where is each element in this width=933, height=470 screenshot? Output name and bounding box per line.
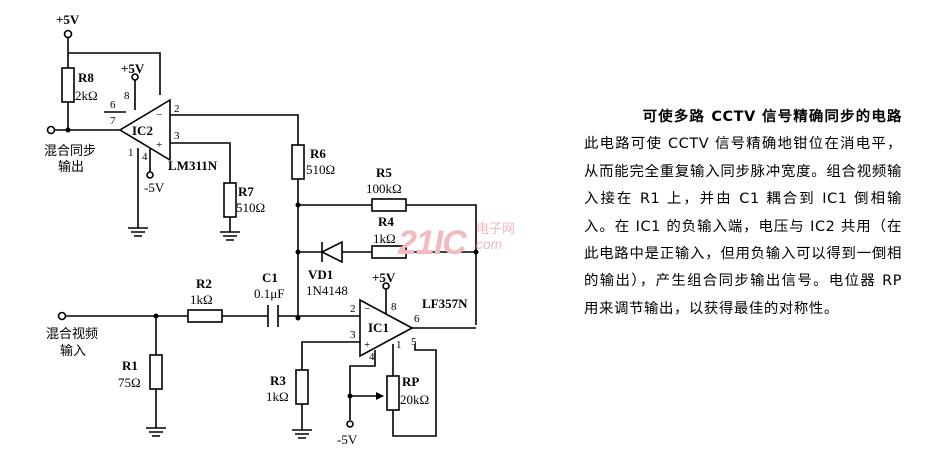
circuit-schematic: +5V R8 2kΩ +5V 6 7 8 2 3 1 4 − + IC2 LM3… [44,12,479,447]
label-r2-value: 1kΩ [190,292,213,307]
label-ic1-vcc: +5V [372,270,396,285]
label-c1-value: 0.1μF [254,286,284,301]
r5-wire [298,204,477,325]
resistor-r7 [223,182,237,218]
sync-output-terminal [46,125,56,135]
resistor-r5 [371,198,407,212]
pin-ic1-4: 4 [369,351,375,363]
label-c1: C1 [262,270,278,285]
ic1-vee-terminal [346,420,354,428]
ground-icon-ic2 [128,227,148,237]
label-r1-value: 75Ω [118,375,141,390]
label-ic2-vcc: +5V [121,61,145,76]
label-ic1: IC1 [368,320,389,335]
resistor-r3 [295,369,309,405]
label-r5: R5 [376,165,392,180]
pin-ic1-8: 8 [391,301,397,313]
vcc-terminal-top [63,29,73,39]
ground-icon-r3 [292,429,312,439]
description-body: 此电路可使 CCTV 信号精确地钳位在消电平，从而能完全重复输入同步脉冲宽度。组… [584,136,902,317]
watermark-logo: 21IC 电子网 .com [398,210,538,270]
resistor-r4 [371,245,407,259]
pin-ic2-8: 8 [124,90,130,102]
ground-icon-r7 [220,231,240,241]
watermark-sub2: .com [472,236,503,252]
diode-vd1 [320,240,343,264]
label-r3-value: 1kΩ [266,389,289,404]
label-r7: R7 [238,184,254,199]
label-rp-value: 20kΩ [400,392,429,407]
label-r1: R1 [122,358,138,373]
label-video-in-2: 输入 [60,343,86,358]
video-input-terminal [57,311,67,321]
rp-wiper-arrow [376,392,384,400]
node-ic2-out [65,127,71,133]
resistor-r8 [61,67,75,103]
label-r5-value: 100kΩ [366,181,402,196]
pin-ic2-4: 4 [142,151,148,163]
label-sync-out-2: 输出 [58,159,84,174]
label-r6-value: 510Ω [306,162,335,177]
watermark-main: 21IC [398,224,467,262]
resistor-r2 [187,309,223,323]
vcc-rail-top [67,38,161,95]
circuit-description: 可使多路 CCTV 信号精确同步的电路 此电路可使 CCTV 信号精确地钳位在消… [584,104,902,323]
pin-ic2-3: 3 [174,130,180,142]
label-r4-value: 1kΩ [373,231,396,246]
label-r7-value: 510Ω [236,200,265,215]
label-r3: R3 [270,373,286,388]
resistor-r1 [149,354,163,390]
pin-ic1-1: 1 [396,339,402,351]
comparator-ic2 [118,98,171,162]
label-vd1-part: 1N4148 [306,283,348,298]
label-ic2-part: LM311N [168,158,218,173]
label-video-in-1: 混合视频 [46,326,98,341]
ic2-pin2-wire [170,114,299,145]
ic1-minus-sign: − [364,303,370,315]
label-vcc-top: +5V [56,12,80,27]
label-ic1-vee: -5V [337,432,358,447]
pin-ic2-6: 6 [110,99,116,111]
pin-ic1-2: 2 [350,303,356,315]
label-ic2: IC2 [132,123,153,138]
watermark-sub1: 电子网 [476,222,516,237]
resistor-r6 [291,144,305,180]
ic1-pin3-wire [301,341,360,370]
label-r2: R2 [196,276,212,291]
pin-ic1-6: 6 [414,313,420,325]
label-rp: RP [402,374,419,389]
pin-ic2-2: 2 [174,103,180,115]
ic2-pin3-wire [170,142,231,183]
ic2-minus-sign: − [156,109,162,121]
pin-ic1-5: 5 [411,336,417,348]
ic1-pin4-wire [349,350,376,420]
label-ic1-part: LF357N [422,296,468,311]
pin-ic2-1: 1 [128,147,134,159]
ic2-plus-sign: + [156,139,162,151]
ground-icon-r1 [146,427,166,437]
pin-ic2-7: 7 [110,115,116,127]
label-r8-value: 2kΩ [75,88,98,103]
potentiometer-rp [386,375,400,411]
pin-ic1-3: 3 [350,329,356,341]
description-title: 可使多路 CCTV 信号精确同步的电路 [642,109,902,125]
label-r8: R8 [78,70,94,85]
label-r6: R6 [310,146,326,161]
label-r4: R4 [378,214,394,229]
label-sync-out-1: 混合同步 [44,143,96,158]
label-vd1: VD1 [308,267,333,282]
capacitor-c1 [267,305,279,327]
ic1-plus-sign: + [364,339,370,351]
rp-leads [392,344,437,437]
label-ic2-vee: -5V [144,180,165,195]
ic2-vee-terminal [146,171,154,179]
